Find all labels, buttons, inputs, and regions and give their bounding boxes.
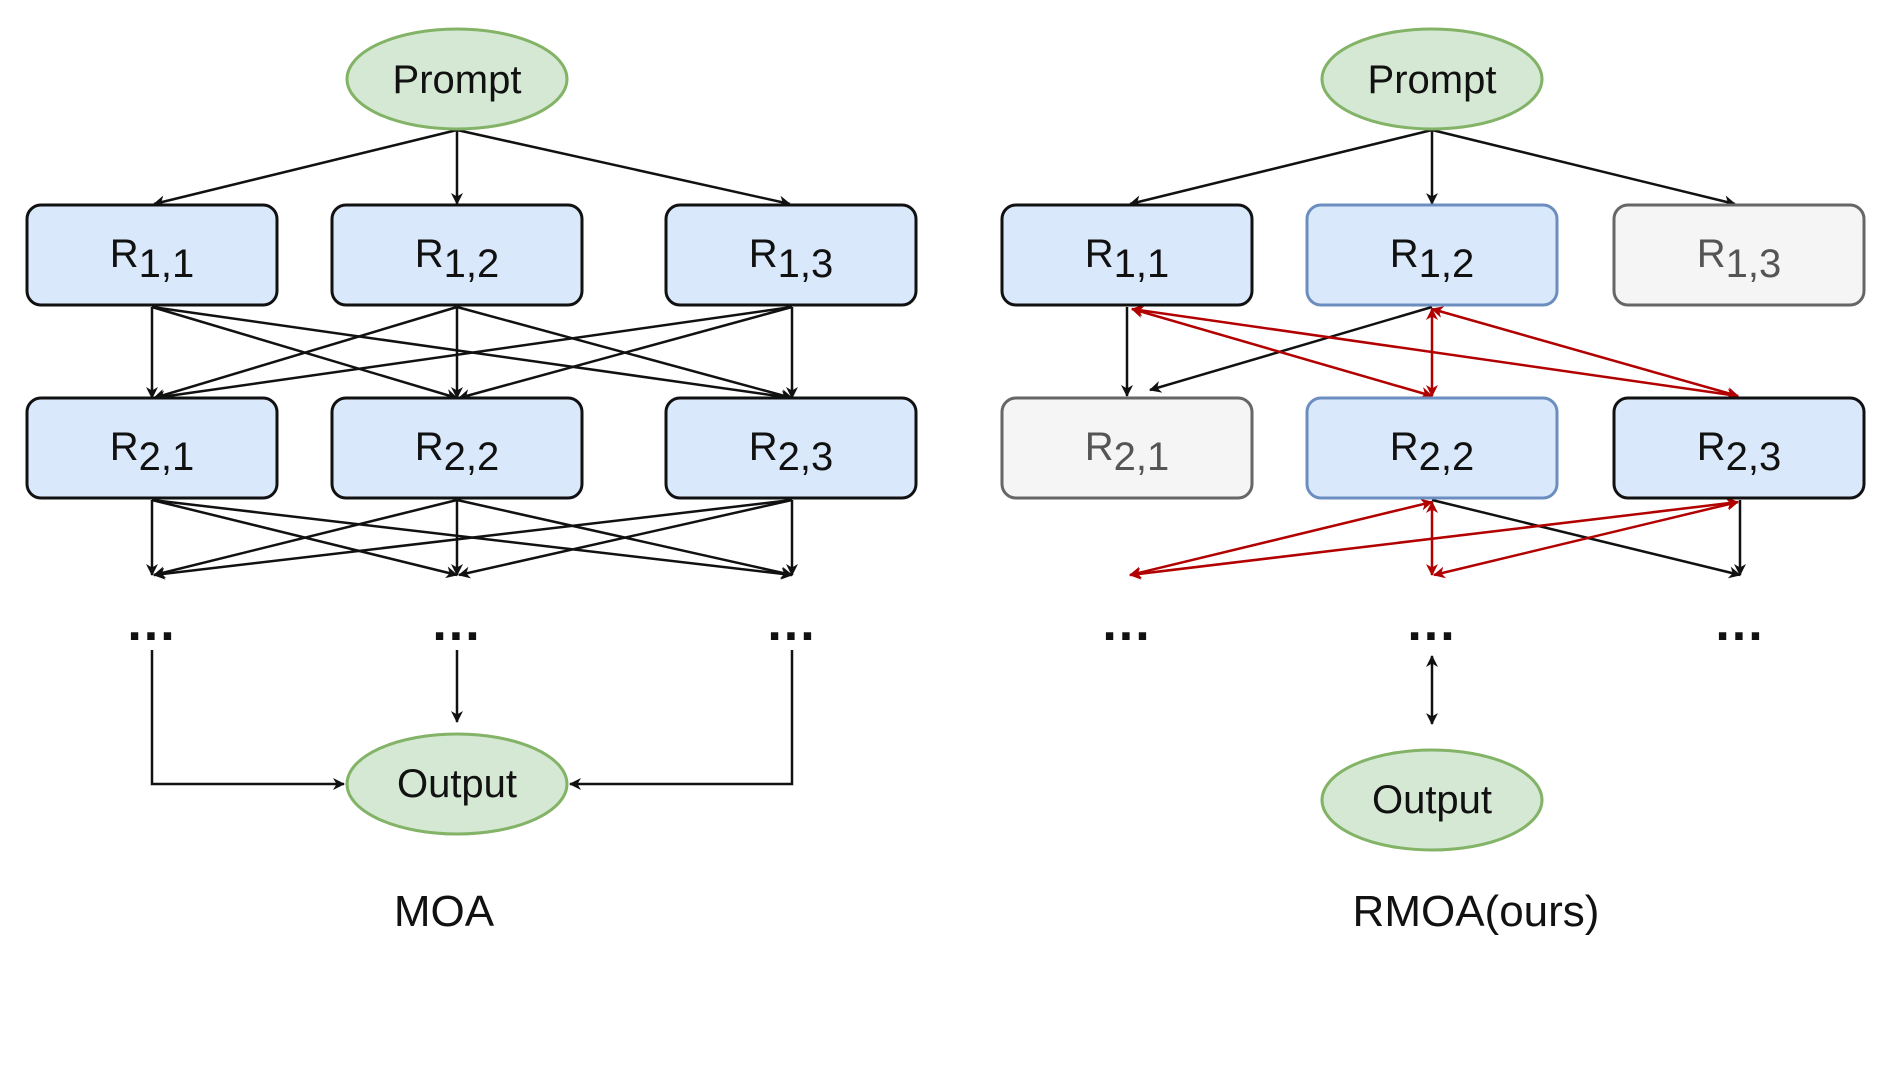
rmoa-layer1-box-3-label: R1,3	[1697, 232, 1782, 286]
moa-diagram: Prompt R1,1 R1,2 R1,3 R2,1 R2,2 R2,3 ...…	[25, 27, 918, 936]
rmoa-arrow	[1129, 128, 1433, 208]
moa-layer2-box-1-label: R2,1	[110, 425, 195, 479]
moa-layer1-box-3: R1,3	[664, 203, 918, 307]
rmoa-ellipsis-2: ...	[1407, 594, 1456, 652]
moa-layer2-box-3: R2,3	[664, 396, 918, 500]
rmoa-layer1-box-3: R1,3	[1612, 203, 1866, 307]
moa-layer2-box-2-label: R2,2	[415, 425, 500, 479]
moa-arrow	[458, 305, 793, 401]
rmoa-layer2-box-3: R2,3	[1612, 396, 1866, 500]
moa-prompt-label: Prompt	[393, 58, 522, 102]
moa-layer1-box-1: R1,1	[25, 203, 279, 307]
moa-arrows	[146, 128, 798, 790]
rmoa-ellipsis-1: ...	[1102, 594, 1151, 652]
rmoa-layer1-box-2: R1,2	[1305, 203, 1559, 307]
moa-arrow	[153, 305, 793, 403]
moa-layer1-box-2-label: R1,2	[415, 232, 500, 286]
moa-output-node: Output	[345, 732, 569, 836]
moa-output-label: Output	[397, 762, 517, 806]
moa-layer1-box-2: R1,2	[330, 203, 584, 307]
moa-arrow	[458, 498, 793, 579]
moa-arrow	[153, 305, 458, 401]
rmoa-layer2-box-2-label: R2,2	[1390, 425, 1475, 479]
rmoa-arrow	[1149, 305, 1433, 393]
moa-ellipsis-1: ...	[127, 594, 176, 652]
rmoa-caption: RMOA(ours)	[1353, 887, 1600, 936]
rmoa-output-node: Output	[1320, 748, 1544, 852]
moa-ellipsis-3: ...	[767, 594, 816, 652]
rmoa-red-arrow	[1129, 497, 1739, 580]
moa-layer2-box-1: R2,1	[25, 396, 279, 500]
rmoa-layer1-box-1-label: R1,1	[1085, 232, 1170, 286]
moa-layer1-box-1-label: R1,1	[110, 232, 195, 286]
rmoa-prompt-node: Prompt	[1320, 27, 1544, 131]
moa-arrow	[569, 650, 794, 790]
moa-caption: MOA	[394, 887, 495, 936]
rmoa-red-arrow	[1131, 304, 1739, 401]
rmoa-layer2-box-3-label: R2,3	[1697, 425, 1782, 479]
rmoa-arrow	[1431, 128, 1736, 208]
rmoa-ellipsis-3: ...	[1715, 594, 1764, 652]
rmoa-layer2-box-1: R2,1	[1000, 396, 1254, 500]
moa-ellipsis-2: ...	[432, 594, 481, 652]
rmoa-prompt-label: Prompt	[1368, 58, 1497, 102]
rmoa-red-arrow	[1433, 498, 1739, 579]
rmoa-diagram: Prompt R1,1 R1,2 R1,3 R2,1 R2,2 R2,3 ...…	[1000, 27, 1866, 936]
rmoa-red-arrows	[1129, 304, 1739, 580]
moa-arrow	[153, 498, 793, 580]
moa-layer1-box-3-label: R1,3	[749, 232, 834, 286]
moa-layer2-box-3-label: R2,3	[749, 425, 834, 479]
moa-arrow	[153, 128, 458, 208]
rmoa-layer2-box-1-label: R2,1	[1085, 425, 1170, 479]
rmoa-layer1-box-1: R1,1	[1000, 203, 1254, 307]
moa-arrow	[150, 650, 345, 790]
rmoa-layer2-box-2: R2,2	[1305, 396, 1559, 500]
moa-arrow	[153, 498, 458, 579]
rmoa-layer1-box-2-label: R1,2	[1390, 232, 1475, 286]
moa-layer2-box-2: R2,2	[330, 396, 584, 500]
rmoa-red-arrow	[1129, 498, 1433, 579]
moa-arrow	[456, 128, 791, 208]
rmoa-output-label: Output	[1372, 778, 1492, 822]
rmoa-red-arrow	[1431, 306, 1739, 399]
moa-prompt-node: Prompt	[345, 27, 569, 131]
